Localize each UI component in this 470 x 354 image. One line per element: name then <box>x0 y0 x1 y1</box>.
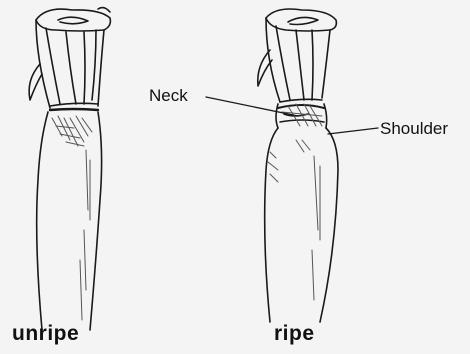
ripe-head <box>266 9 336 102</box>
ripe-specimen <box>206 9 378 322</box>
shoulder-leader-line <box>328 128 378 134</box>
ripe-stalk <box>265 128 278 322</box>
unripe-shading <box>52 116 92 320</box>
ripe-side-leaf <box>258 50 272 86</box>
ripe-caption: ripe <box>274 322 315 346</box>
unripe-stalk <box>37 112 48 330</box>
unripe-head <box>36 8 110 110</box>
unripe-side-leaf <box>29 64 42 100</box>
neck-label: Neck <box>149 86 188 106</box>
unripe-caption: unripe <box>12 322 79 346</box>
unripe-specimen <box>29 8 110 330</box>
ripe-shading <box>268 104 322 300</box>
shoulder-label: Shoulder <box>380 119 448 139</box>
